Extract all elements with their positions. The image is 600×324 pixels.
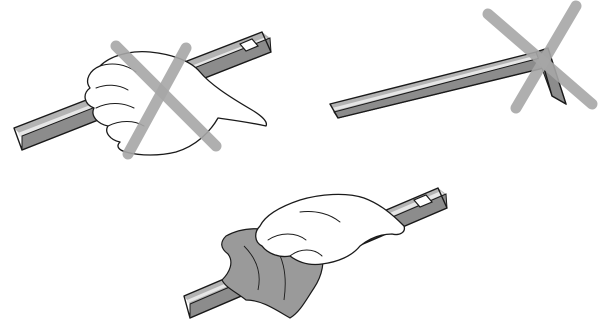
panel-hand-grip-incorrect — [14, 32, 271, 155]
panel-bent-strip-incorrect — [330, 6, 592, 118]
panel-cloth-wipe-correct — [184, 188, 447, 318]
cross-mark-icon — [488, 6, 592, 108]
hand-drawing — [256, 194, 405, 264]
